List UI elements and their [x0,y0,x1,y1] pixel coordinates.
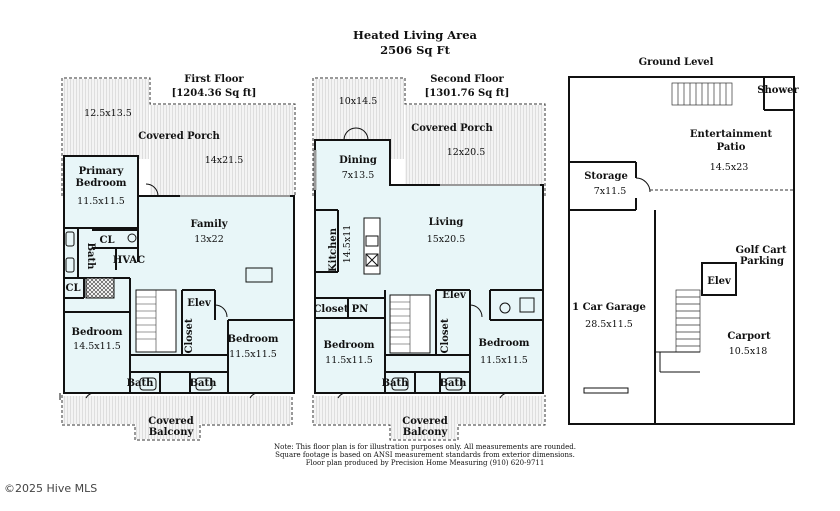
gl-entertainment-1: Entertainment [690,129,773,140]
gl-entertainment-2: Patio [717,142,746,153]
ff-bath-vertical: Bath [85,243,96,271]
sf-bedroom-left: Bedroom [324,340,375,351]
ff-balcony-1: Covered [148,416,193,427]
ground-level-heading: Ground Level [639,57,714,68]
second-floor-area: [1301.76 Sq ft] [425,88,510,99]
sf-kitchen-dim: 14.5x11 [342,225,353,264]
ff-porch-dim-right: 14x21.5 [205,155,244,166]
gl-storage: Storage [584,171,628,182]
gl-golf-cart-2: Parking [740,256,784,267]
sf-elev: Elev [442,290,467,301]
gl-elev: Elev [707,276,732,287]
ff-bedroom-right-dim: 11.5x11.5 [229,349,277,360]
sf-balcony-1: Covered [402,416,447,427]
ground-level-plan [568,76,795,425]
gl-carport: Carport [727,331,771,342]
ff-cl-1: CL [100,235,115,246]
ff-family: Family [190,219,228,230]
sf-porch-dim-right: 12x20.5 [447,147,486,158]
gl-golf-cart-1: Golf Cart [735,245,786,256]
gl-shower: Shower [757,85,799,96]
sf-closet-v: Closet [440,318,451,353]
sf-bath-left: Bath [382,378,410,389]
gl-entertainment-dim: 14.5x23 [710,162,749,173]
gl-storage-dim: 7x11.5 [594,186,627,197]
sf-bath-right: Bath [440,378,468,389]
first-floor-heading: First Floor [184,74,244,85]
sf-pn: PN [352,304,369,315]
sf-balcony-2: Balcony [403,427,449,438]
ff-bath-left: Bath [127,378,155,389]
ff-closet: Closet [184,318,195,353]
sf-covered-porch: Covered Porch [411,123,493,134]
sf-closet-h: Closet [313,304,348,315]
sf-living-dim: 15x20.5 [427,234,466,245]
sf-bedroom-left-dim: 11.5x11.5 [325,355,373,366]
first-floor-area: [1204.36 Sq ft] [172,88,257,99]
sf-bedroom-right: Bedroom [479,338,530,349]
sf-dining-dim: 7x13.5 [342,170,375,181]
gl-carport-dim: 10.5x18 [729,346,768,357]
ff-primary-bedroom-1: Primary [79,166,125,177]
ff-hvac: HVAC [113,255,145,266]
note-line-2: Square footage is based on ANSI measurem… [275,451,575,459]
second-floor-heading: Second Floor [430,74,504,85]
ff-bedroom-left: Bedroom [72,327,123,338]
gl-garage: 1 Car Garage [572,302,646,313]
second-floor-plan [312,77,546,441]
ff-porch-dim-left: 12.5x13.5 [84,108,132,119]
ff-balcony-2: Balcony [149,427,195,438]
ff-primary-bedroom-2: Bedroom [76,178,127,189]
note-line-1: Note: This floor plan is for illustratio… [274,443,576,451]
first-floor-plan [59,77,296,441]
ff-bath-right: Bath [190,378,218,389]
ff-covered-porch: Covered Porch [138,131,220,142]
sf-kitchen: Kitchen [328,227,339,272]
ff-cl-2: CL [66,283,81,294]
note-line-3: Floor plan produced by Precision Home Me… [306,459,545,467]
sf-living: Living [429,217,464,228]
watermark: ©2025 Hive MLS [4,482,97,495]
ff-bedroom-right: Bedroom [228,334,279,345]
sf-dining: Dining [339,155,377,166]
plan-title: Heated Living Area [353,28,478,42]
plan-subtitle: 2506 Sq Ft [380,43,451,57]
ff-bedroom-left-dim: 14.5x11.5 [73,341,121,352]
ff-primary-bedroom-dim: 11.5x11.5 [77,196,125,207]
sf-bedroom-right-dim: 11.5x11.5 [480,355,528,366]
ff-family-dim: 13x22 [194,234,224,245]
sf-porch-dim-left: 10x14.5 [339,96,378,107]
ff-elev: Elev [187,298,212,309]
gl-garage-dim: 28.5x11.5 [585,319,633,330]
